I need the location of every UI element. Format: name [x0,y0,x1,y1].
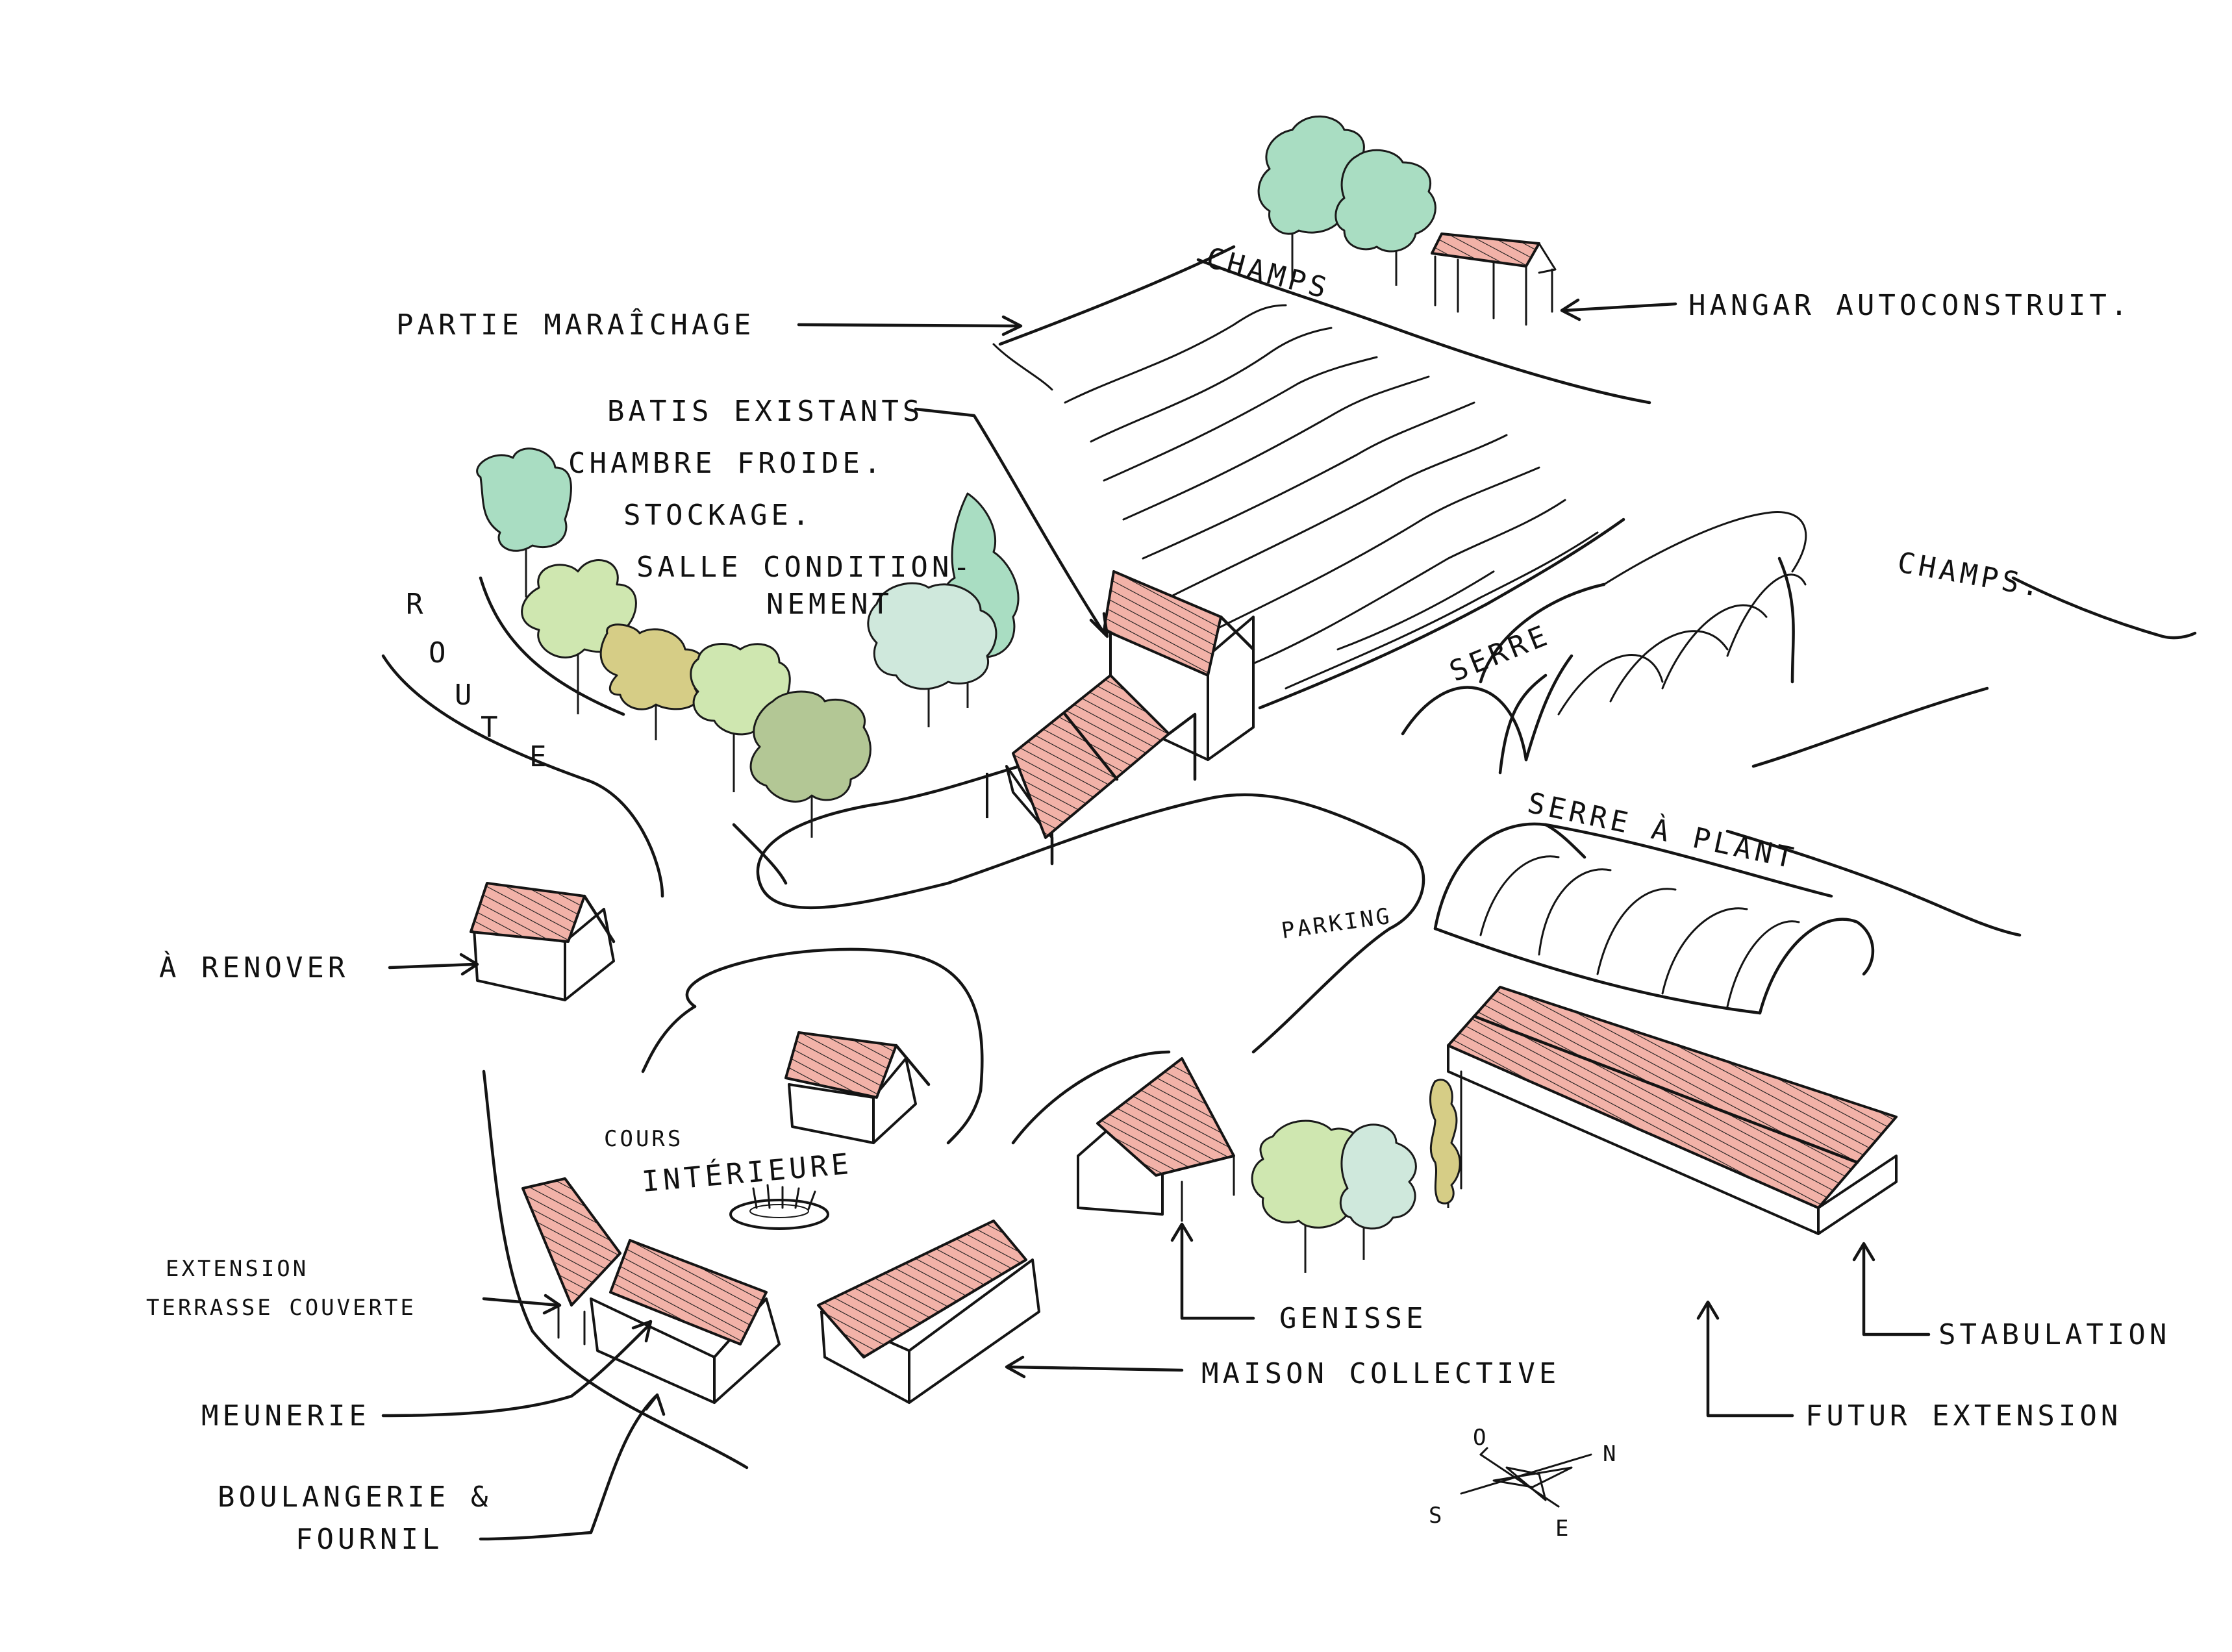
annotation-arrows [381,298,1931,1541]
building-a-renover [470,882,616,1001]
hangar-autoconstruit [1431,232,1557,326]
label-extension-1: EXTENSION [166,1256,308,1282]
label-salle-conditionnement-2: NEMENT [766,588,893,621]
label-route-r: R [406,588,427,621]
tree-cluster-north [1257,115,1436,286]
label-champs-right: CHAMPS. [1895,546,2046,605]
label-hangar: HANGAR AUTOCONSTRUIT. [1688,289,2131,322]
label-route-t: T [481,711,502,744]
label-stockage: STOCKAGE. [623,499,813,532]
label-route-o: O [429,636,450,670]
compass-label-o: O [1473,1425,1488,1451]
label-serre: SERRE [1445,618,1555,688]
building-stabulation [1447,986,1898,1235]
tree-cluster-genisse [1251,1079,1461,1273]
building-maison-collective [817,1220,1040,1404]
label-meunerie: MEUNERIE [201,1399,370,1433]
site-labels: PARTIE MARAÎCHAGE CHAMPS HANGAR AUTOCONS… [146,241,2170,1556]
compass-label-e: E [1555,1516,1571,1542]
label-extension-2: TERRASSE COUVERTE [146,1295,416,1321]
label-batis-existants: BATIS EXISTANTS [607,395,923,428]
label-chambre-froide: CHAMBRE FROIDE. [568,447,884,480]
label-stabulation: STABULATION [1938,1318,2170,1351]
building-meunerie-boulangerie [521,1177,781,1404]
label-salle-conditionnement-1: SALLE CONDITION- [636,551,974,584]
label-cours-interieure-2: INTÉRIEURE [640,1146,853,1199]
field-rows [998,245,2197,937]
compass-label-s: S [1429,1503,1444,1529]
label-cours-interieure-1: COURS [604,1126,683,1152]
building-cours-interieure [784,1031,931,1144]
label-boulangerie-1: BOULANGERIE & [218,1481,492,1514]
label-route-u: U [455,679,476,712]
label-a-renover: À RENOVER [159,950,349,984]
label-maison-collective: MAISON COLLECTIVE [1201,1357,1560,1390]
compass-rose [1460,1447,1592,1508]
label-futur-extension: FUTUR EXTENSION [1805,1399,2122,1433]
courtyard-well [729,1184,829,1230]
label-boulangerie-2: FOURNIL [295,1523,443,1556]
label-genisse: GENISSE [1279,1302,1427,1335]
road-network [381,343,1425,1470]
label-champs-top: CHAMPS [1203,241,1334,306]
label-partie-maraichage: PARTIE MARAÎCHAGE [396,307,755,342]
greenhouse-serre-a-plant [1433,822,1875,1015]
label-route-e: E [529,740,551,773]
batis-existants-buildings [986,570,1255,866]
building-genisse [1077,1057,1235,1222]
greenhouse-serre [1401,511,1807,775]
label-serre-a-plant: SERRE À PLANT [1525,785,1800,876]
compass-label-n: N [1603,1441,1618,1467]
tree-cluster-west [476,447,1020,838]
